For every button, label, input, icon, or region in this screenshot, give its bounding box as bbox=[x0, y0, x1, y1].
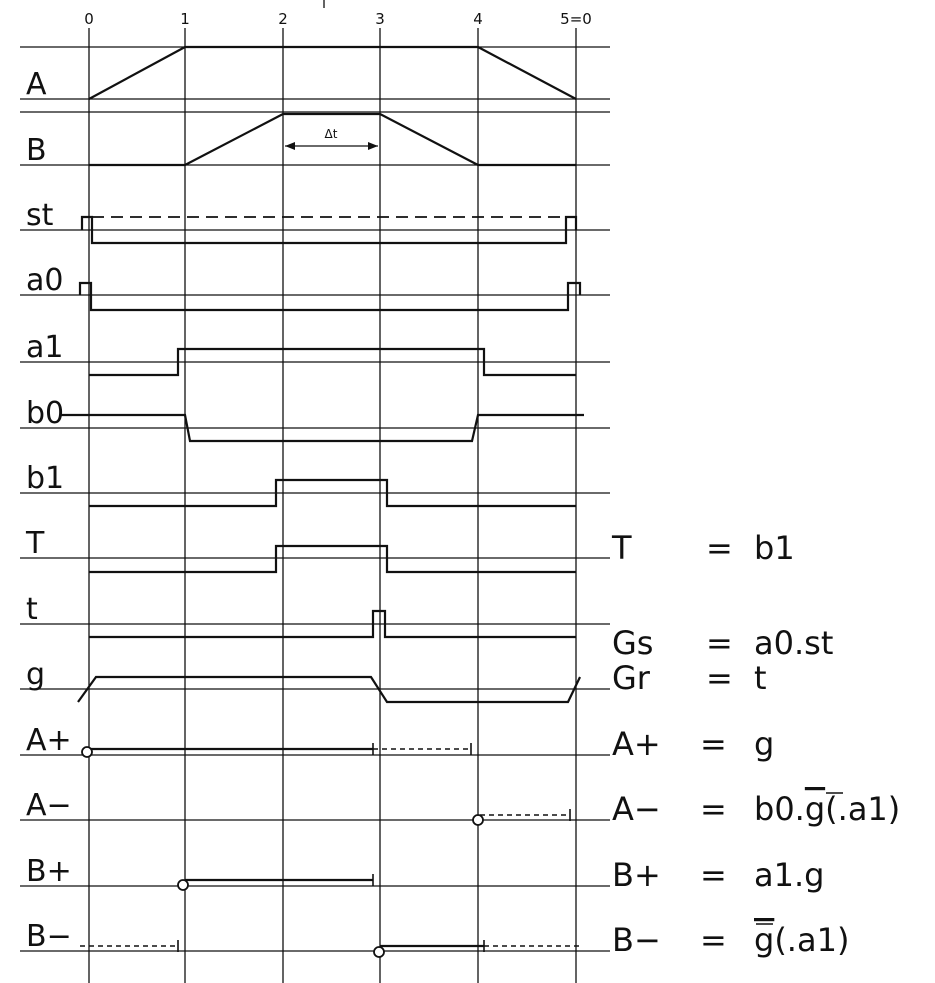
row-label-T: T bbox=[25, 526, 45, 561]
end-ticks bbox=[177, 743, 571, 952]
equation-B-minus-eq: = bbox=[700, 921, 727, 959]
row-label-st: st bbox=[26, 198, 54, 233]
wave-b1 bbox=[89, 478, 576, 508]
equation-Gs-eq: = bbox=[706, 624, 733, 662]
row-label-A-plus: A+ bbox=[26, 723, 72, 758]
equation-A-minus-rhs-pre: b0. bbox=[754, 790, 805, 828]
step-gridlines bbox=[88, 0, 577, 983]
row-labels: A B st a0 a1 b0 b1 T t g A+ A− B+ B− bbox=[25, 67, 72, 954]
equation-B-plus-eq: = bbox=[700, 856, 727, 894]
equation-Gr-lhs: Gr bbox=[612, 659, 651, 697]
equation-A-minus-rhs-post: (.a1) bbox=[825, 790, 900, 828]
equation-T-rhs: b1 bbox=[754, 529, 795, 567]
equations: T = b1 Gs = a0.st Gr = t A+ = g A− = b0.… bbox=[611, 529, 900, 959]
equation-B-minus-lhs: B− bbox=[612, 921, 661, 959]
step-label-0: 0 bbox=[84, 10, 94, 28]
equation-B-plus-rhs: a1.g bbox=[754, 856, 824, 894]
equation-T-eq: = bbox=[706, 529, 733, 567]
circle-A-plus bbox=[81, 746, 93, 758]
equation-T-lhs: T bbox=[611, 529, 632, 567]
step-label-5: 5=0 bbox=[560, 10, 592, 28]
row-label-t: t bbox=[26, 592, 38, 627]
row-label-a1: a1 bbox=[26, 330, 63, 365]
circle-B-minus bbox=[373, 946, 385, 958]
equation-B-plus-lhs: B+ bbox=[612, 856, 661, 894]
equation-A-minus-rhs-bar: g bbox=[805, 790, 825, 828]
row-label-b1: b1 bbox=[26, 461, 64, 496]
circle-A-minus bbox=[472, 814, 484, 826]
equation-A-plus-lhs: A+ bbox=[612, 725, 661, 763]
wave-t bbox=[89, 609, 576, 639]
equation-A-plus-eq: = bbox=[700, 725, 727, 763]
wave-A bbox=[88, 45, 577, 100]
equation-Gs-rhs: a0.st bbox=[754, 624, 833, 662]
action-start-circles bbox=[81, 746, 484, 958]
equation-B-minus-rhs-post: (.a1) bbox=[774, 921, 849, 959]
row-label-B-plus: B+ bbox=[26, 854, 72, 889]
row-separators bbox=[20, 46, 610, 952]
step-label-1: 1 bbox=[180, 10, 190, 28]
delta-t-dimension: Δt bbox=[285, 127, 378, 150]
wave-b0 bbox=[60, 413, 584, 443]
equation-B-minus-rhs: g(.a1) bbox=[754, 921, 849, 959]
equation-Gr-eq: = bbox=[706, 659, 733, 697]
step-labels: 0 1 2 3 4 5=0 bbox=[84, 10, 592, 28]
equation-A-minus-rhs: b0.g(.a1) bbox=[754, 790, 900, 828]
step-label-2: 2 bbox=[278, 10, 288, 28]
wave-T bbox=[89, 544, 576, 574]
row-label-a0: a0 bbox=[26, 263, 63, 298]
waveforms bbox=[60, 45, 584, 948]
step-label-3: 3 bbox=[375, 10, 385, 28]
wave-st bbox=[80, 215, 578, 245]
equation-A-plus-rhs: g bbox=[754, 725, 774, 763]
wave-a1 bbox=[89, 347, 576, 377]
equation-B-minus-rhs-bar: g bbox=[754, 921, 774, 959]
equation-A-minus-lhs: A− bbox=[612, 790, 661, 828]
circle-B-plus bbox=[177, 879, 189, 891]
equation-A-minus-eq: = bbox=[700, 790, 727, 828]
step-label-4: 4 bbox=[473, 10, 483, 28]
delta-t-label: Δt bbox=[325, 127, 338, 141]
row-label-A: A bbox=[26, 67, 47, 102]
row-label-B: B bbox=[26, 133, 47, 168]
equation-Gr-rhs: t bbox=[754, 659, 767, 697]
row-label-A-minus: A− bbox=[26, 788, 72, 823]
row-label-b0: b0 bbox=[26, 396, 64, 431]
wave-g bbox=[77, 675, 581, 704]
row-label-g: g bbox=[26, 657, 45, 692]
row-label-B-minus: B− bbox=[26, 919, 72, 954]
wave-B bbox=[89, 112, 576, 167]
equation-Gs-lhs: Gs bbox=[612, 624, 653, 662]
wave-a0 bbox=[78, 281, 582, 312]
